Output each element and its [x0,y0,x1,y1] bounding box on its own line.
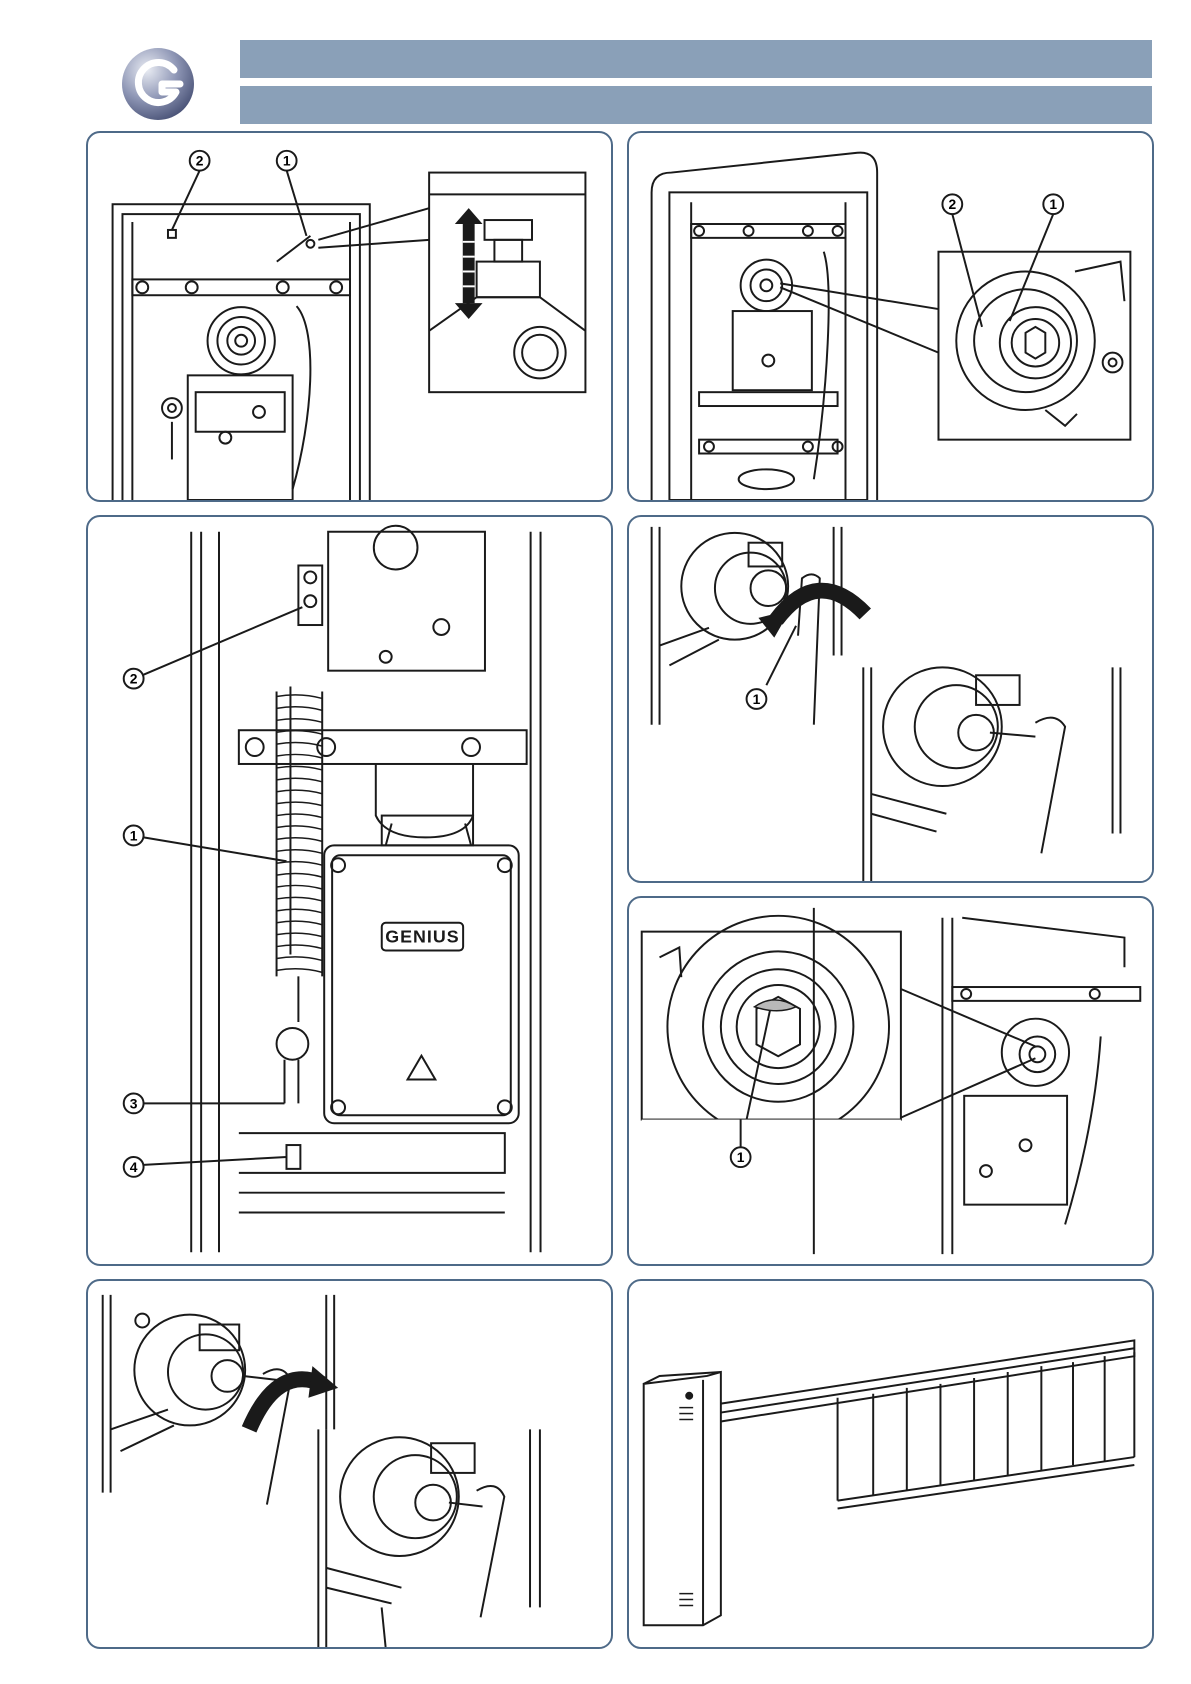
genius-logo-icon [118,44,198,124]
callout-2: 2 [942,194,962,214]
callout-2: 2 [124,669,144,689]
svg-text:2: 2 [948,196,956,212]
callout-1: 1 [731,1147,751,1167]
figure-panel-6 [86,1279,613,1649]
figure-panel-2: 2 1 [627,131,1154,502]
svg-text:1: 1 [130,827,138,843]
svg-text:1: 1 [753,691,761,707]
header-bar-bottom [240,86,1152,124]
svg-text:GENIUS: GENIUS [385,927,459,947]
lever-relock-drawing [88,1281,611,1647]
limit-switch-adjustment-drawing: 2 1 [88,133,611,500]
callout-3: 3 [124,1093,144,1113]
figure-panel-1: 2 1 [86,131,613,502]
barrier-overview-drawing [629,1281,1152,1647]
callout-1: 1 [277,151,297,171]
figure-panel-4: 1 [627,515,1154,883]
svg-text:2: 2 [196,153,204,169]
svg-text:1: 1 [283,153,291,169]
svg-text:4: 4 [130,1159,138,1175]
header-bar-top [240,40,1152,78]
shaft-reference-mark-drawing: 1 [629,898,1152,1264]
callout-1: 1 [1043,194,1063,214]
callout-2: 2 [190,151,210,171]
brand-label: GENIUS [385,927,459,947]
manual-release-lever-drawing: 1 [629,517,1152,881]
figure-panel-7 [627,1279,1154,1649]
callout-1: 1 [747,689,767,709]
svg-text:2: 2 [130,671,138,687]
figure-panel-3: GENIUS 2 1 3 4 [86,515,613,1266]
figure-panel-5: 1 [627,896,1154,1266]
svg-text:1: 1 [737,1149,745,1165]
svg-text:3: 3 [130,1095,138,1111]
motor-shaft-detail-drawing: 2 1 [629,133,1152,500]
callout-4: 4 [124,1157,144,1177]
svg-text:1: 1 [1049,196,1057,212]
balancing-spring-drawing: GENIUS 2 1 3 4 [88,517,611,1264]
callout-1: 1 [124,825,144,845]
